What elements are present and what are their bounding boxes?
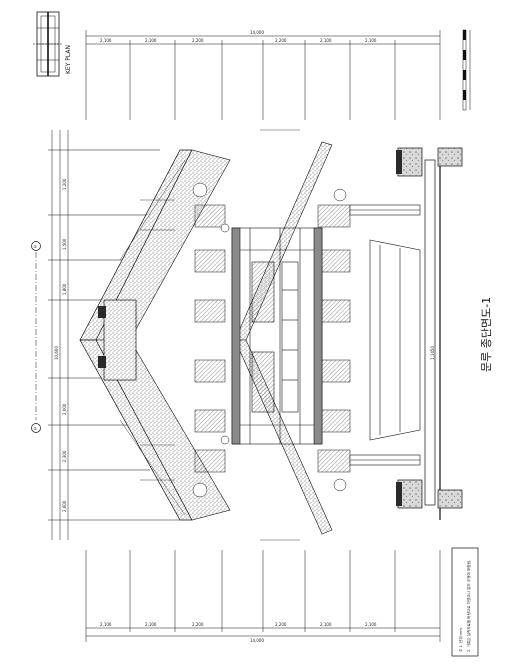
top-span-labels: 2,100 2,100 2,200 2,200 2,100 2,100: [100, 38, 377, 43]
roof-section: [79, 141, 333, 535]
leader-lines: [140, 129, 300, 541]
bracket-clusters: [192, 182, 351, 498]
grid-marker: ①: [33, 244, 37, 249]
scale-bar: [462, 29, 471, 111]
bottom-span: 2,200: [192, 622, 204, 627]
top-span: 2,100: [145, 38, 157, 43]
vertical-level-labels: 1,200 1,500 1,800 2,000 2,300 2,600: [62, 178, 67, 512]
bottom-dimension-chain: [85, 550, 441, 642]
bottom-overall-dim: 14,000: [250, 638, 264, 643]
drawing-title: 문루 종단면도-1: [480, 297, 493, 372]
vertical-level: 1,200: [62, 178, 67, 190]
vertical-level: 1,800: [62, 283, 67, 295]
key-plan: [33, 11, 63, 77]
bottom-span: 2,100: [100, 622, 112, 627]
top-span: 2,100: [100, 38, 112, 43]
interior-frame: [231, 227, 323, 445]
note-line-1: 주 1. 단위:mm: [458, 628, 463, 652]
top-overall-dim: 14,000: [250, 30, 264, 35]
bottom-span: 2,200: [275, 622, 287, 627]
top-span: 2,100: [365, 38, 377, 43]
bottom-span-labels: 2,100 2,100 2,200 2,200 2,100 2,100: [100, 622, 377, 627]
platform: [396, 147, 463, 520]
vertical-level: 1,500: [62, 238, 67, 250]
vertical-level: 2,000: [62, 403, 67, 415]
grid-markers: ① ②: [31, 241, 41, 433]
top-span: 2,100: [320, 38, 332, 43]
height-overall-dim: 10,600: [54, 346, 59, 360]
vertical-level: 2,300: [62, 450, 67, 462]
top-span: 2,200: [192, 38, 204, 43]
vertical-level: 2,600: [62, 500, 67, 512]
top-dimension-chain: [85, 30, 441, 120]
key-plan-label: KEY PLAN: [65, 45, 72, 74]
bottom-span: 2,100: [365, 622, 377, 627]
bottom-span: 2,100: [145, 622, 157, 627]
notes-box: [451, 547, 479, 657]
grid-marker: ②: [33, 426, 37, 431]
top-span: 2,200: [275, 38, 287, 43]
ground-span-dim: 1,1450: [430, 346, 435, 360]
columns: [349, 204, 421, 466]
bottom-span: 2,100: [320, 622, 332, 627]
note-line-2: 2. 기록은 실측자료를 바탕으로 하였으나 일부 추정이 포함됨.: [466, 560, 471, 652]
